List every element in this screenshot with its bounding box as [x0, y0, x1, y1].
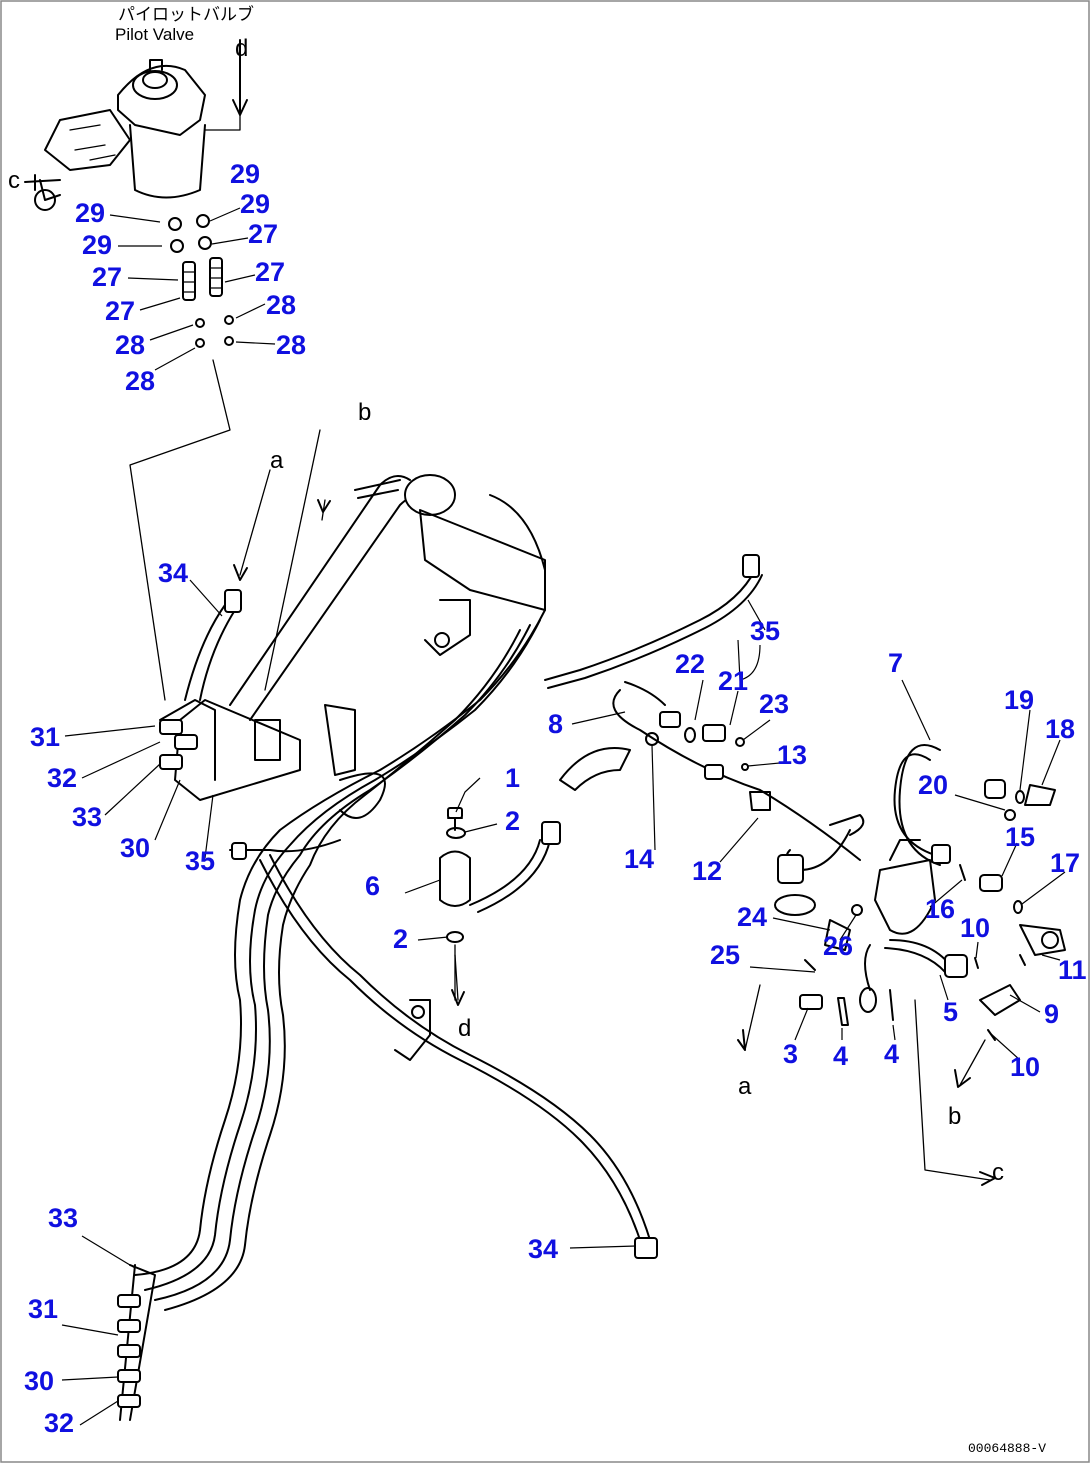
callout-18: 18	[1045, 714, 1075, 744]
callout-28: 28	[276, 330, 306, 360]
callout-9: 9	[1044, 999, 1059, 1029]
callout-17: 17	[1050, 848, 1080, 878]
callout-14: 14	[624, 844, 654, 874]
callout-15: 15	[1005, 822, 1035, 852]
callout-29: 29	[75, 198, 105, 228]
ref-letter-d: d	[458, 1015, 471, 1042]
callout-27: 27	[255, 257, 285, 287]
callout-30: 30	[24, 1366, 54, 1396]
callout-13: 13	[777, 740, 807, 770]
ref-letter-c: c	[992, 1159, 1004, 1186]
callout-11: 11	[1058, 955, 1087, 985]
callout-32: 32	[44, 1408, 74, 1438]
drawing-number: 00064888-V	[968, 1441, 1046, 1456]
callout-34: 34	[528, 1234, 558, 1264]
callout-27: 27	[248, 219, 278, 249]
callout-24: 24	[737, 902, 767, 932]
callout-33: 33	[72, 802, 102, 832]
pilot-valve-seals	[129, 214, 234, 701]
callout-31: 31	[28, 1294, 58, 1324]
callout-29: 29	[240, 189, 270, 219]
callout-6: 6	[365, 871, 380, 901]
leader-lines	[61, 207, 1066, 1426]
ref-letter-a: a	[738, 1073, 752, 1100]
callout-30: 30	[120, 833, 150, 863]
part-callouts: 29 29 29 29 27 27 27 27 28 28 28 28 34 3…	[24, 159, 1087, 1438]
callout-27: 27	[105, 296, 135, 326]
callout-25: 25	[710, 940, 740, 970]
callout-3: 3	[783, 1039, 798, 1069]
callout-29: 29	[82, 230, 112, 260]
callout-4: 4	[833, 1041, 848, 1071]
callout-10: 10	[960, 913, 990, 943]
callout-31: 31	[30, 722, 60, 752]
pilot-valve-caption-en: Pilot Valve	[115, 25, 194, 44]
callout-10: 10	[1010, 1052, 1040, 1082]
ref-letter-b: b	[948, 1103, 961, 1130]
callout-7: 7	[888, 648, 903, 678]
callout-28: 28	[115, 330, 145, 360]
callout-26: 26	[823, 931, 853, 961]
callout-33: 33	[48, 1203, 78, 1233]
ref-letter-a: a	[270, 447, 284, 474]
callout-29: 29	[230, 159, 260, 189]
reference-letters: d c b a d a b c	[8, 35, 1004, 1186]
callout-22: 22	[675, 649, 705, 679]
ref-letter-b: b	[358, 399, 371, 426]
callout-35: 35	[185, 846, 215, 876]
callout-8: 8	[548, 709, 563, 739]
hose-bundle-drawing	[117, 474, 763, 1421]
callout-35: 35	[750, 616, 780, 646]
callout-2: 2	[393, 924, 408, 954]
ref-letter-d: d	[235, 35, 248, 62]
filter-assembly-drawing	[233, 429, 1066, 1186]
callout-12: 12	[692, 856, 722, 886]
callout-1: 1	[505, 763, 520, 793]
callout-21: 21	[718, 666, 748, 696]
pilot-valve-drawing	[24, 39, 248, 211]
pilot-valve-caption-jp: パイロットバルブ	[118, 4, 254, 24]
callout-20: 20	[918, 770, 948, 800]
callout-16: 16	[925, 894, 955, 924]
callout-5: 5	[943, 997, 958, 1027]
callout-23: 23	[759, 689, 789, 719]
callout-4: 4	[884, 1039, 899, 1069]
ref-letter-c: c	[8, 167, 20, 194]
callout-28: 28	[125, 366, 155, 396]
callout-2: 2	[505, 806, 520, 836]
callout-28: 28	[266, 290, 296, 320]
callout-34: 34	[158, 558, 188, 588]
callout-19: 19	[1004, 685, 1034, 715]
callout-27: 27	[92, 262, 122, 292]
callout-32: 32	[47, 763, 77, 793]
